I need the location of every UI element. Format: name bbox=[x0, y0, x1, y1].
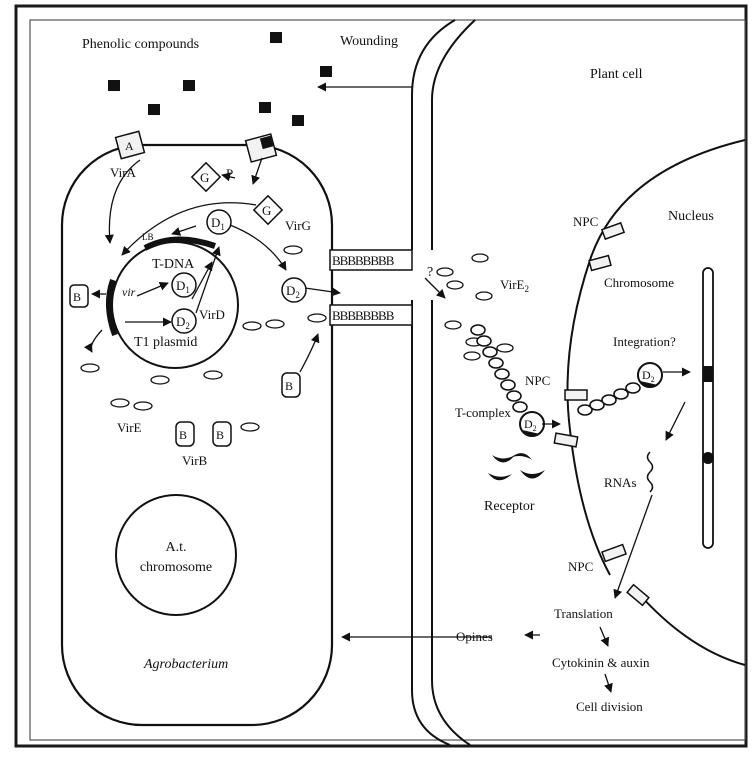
label-receptor: Receptor bbox=[484, 499, 535, 514]
diagram-labels: Phenolic compounds Wounding Plant cell N… bbox=[82, 34, 714, 714]
virb-protein: B bbox=[70, 285, 88, 307]
vire-proteins bbox=[81, 246, 326, 431]
rna-squiggle bbox=[648, 452, 653, 492]
virb-pore-bottom: BBBBBBBB bbox=[330, 305, 412, 325]
label-vir: vir bbox=[122, 285, 136, 299]
plant-chromosome bbox=[702, 268, 714, 548]
label-chromosome: Chromosome bbox=[604, 275, 674, 290]
receptor-proteins bbox=[488, 453, 545, 480]
label-wounding: Wounding bbox=[340, 34, 398, 49]
label-npc-1: NPC bbox=[573, 214, 598, 229]
at-chromosome bbox=[116, 495, 236, 615]
pathway-arrows bbox=[91, 87, 690, 692]
d2-nuclear: D2 bbox=[638, 363, 662, 388]
svg-text:B: B bbox=[285, 379, 293, 393]
label-vire: VirE bbox=[117, 420, 142, 435]
g-protein-diamond-2: G bbox=[254, 196, 282, 224]
label-t-dna: T-DNA bbox=[152, 257, 195, 272]
label-ti-plasmid: T1 plasmid bbox=[134, 335, 197, 350]
d2-t-complex: D2 bbox=[520, 412, 544, 437]
g-protein-diamond: G bbox=[192, 163, 220, 191]
t-dna-region bbox=[145, 239, 215, 248]
svg-text:A: A bbox=[125, 139, 134, 153]
svg-text:BBBBBBBB: BBBBBBBB bbox=[332, 253, 395, 268]
label-opines: Opines bbox=[456, 629, 493, 644]
vira-receptor-bound bbox=[246, 134, 277, 162]
label-phenolic-compounds: Phenolic compounds bbox=[82, 37, 199, 52]
d1-protein: D1 bbox=[207, 210, 231, 234]
vire2-proteins bbox=[437, 254, 513, 360]
svg-text:G: G bbox=[262, 203, 271, 218]
label-vire2: VirE2 bbox=[500, 277, 529, 294]
label-t-complex: T-complex bbox=[455, 405, 511, 420]
svg-text:G: G bbox=[200, 170, 209, 185]
label-at: A.t. bbox=[166, 540, 187, 555]
label-vird: VirD bbox=[199, 307, 225, 322]
label-vira: VirA bbox=[110, 165, 137, 180]
virb-protein-3: B bbox=[176, 422, 194, 446]
label-plant-cell: Plant cell bbox=[590, 67, 643, 82]
label-npc-2: NPC bbox=[525, 373, 550, 388]
d2-protein-export: D2 bbox=[282, 278, 306, 302]
label-agrobacterium: Agrobacterium bbox=[143, 657, 228, 672]
label-rnas: RNAs bbox=[604, 475, 637, 490]
label-cytokinin: Cytokinin & auxin bbox=[552, 655, 650, 670]
d2-protein-plasmid: D2 bbox=[172, 309, 196, 333]
label-translation: Translation bbox=[554, 606, 613, 621]
label-question: ? bbox=[427, 265, 433, 280]
label-virb: VirB bbox=[182, 453, 208, 468]
figure-frame bbox=[16, 6, 746, 746]
label-nucleus: Nucleus bbox=[668, 209, 714, 224]
virb-protein-2: B bbox=[282, 373, 300, 397]
svg-text:B: B bbox=[216, 428, 224, 442]
label-npc-3: NPC bbox=[568, 559, 593, 574]
virb-protein-4: B bbox=[213, 422, 231, 446]
svg-text:B: B bbox=[179, 428, 187, 442]
label-p: P bbox=[226, 166, 233, 181]
label-integration: Integration? bbox=[613, 334, 676, 349]
d1-protein-plasmid: D1 bbox=[172, 273, 196, 297]
virb-pore-top: BBBBBBBB bbox=[330, 250, 412, 270]
svg-text:B: B bbox=[73, 290, 81, 304]
t-complex-chain bbox=[471, 325, 527, 412]
label-cell-division: Cell division bbox=[576, 699, 643, 714]
label-lb: LB bbox=[142, 232, 154, 242]
label-virg: VirG bbox=[285, 218, 311, 233]
vira-receptor: A bbox=[116, 131, 145, 158]
svg-text:BBBBBBBB: BBBBBBBB bbox=[332, 308, 395, 323]
figure-inner-border bbox=[30, 20, 745, 740]
label-at-chromosome: chromosome bbox=[140, 560, 212, 575]
